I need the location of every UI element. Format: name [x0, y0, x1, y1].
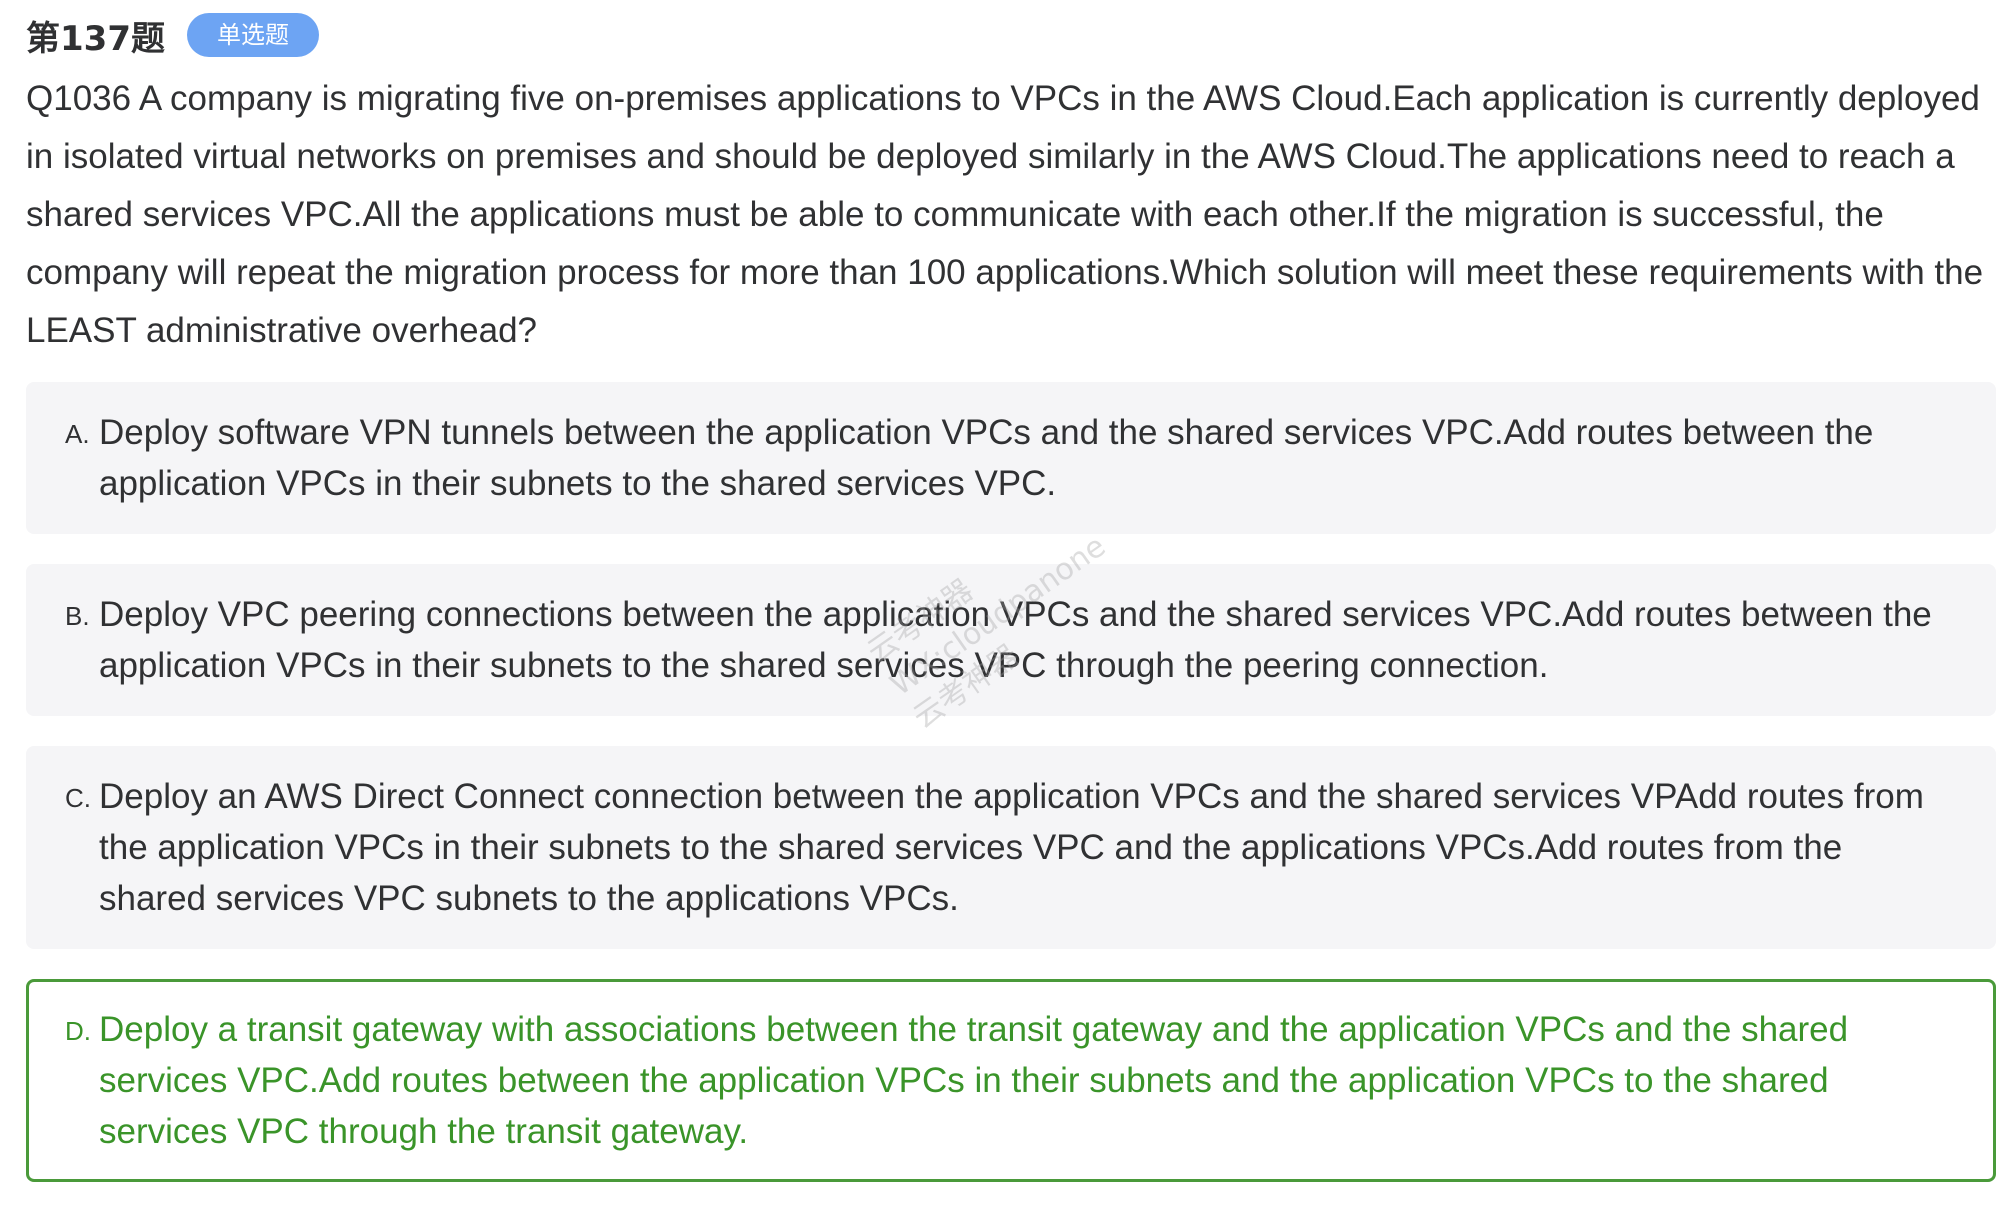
option-text: Deploy VPC peering connections between t… [99, 595, 1932, 685]
option-letter: D. [65, 1016, 91, 1046]
question-number: 第137题 [26, 18, 165, 59]
question-text: Q1036 A company is migrating five on-pre… [26, 79, 1984, 350]
option-text: Deploy a transit gateway with associatio… [99, 1010, 1849, 1151]
question-header: 第137题 单选题 [26, 0, 1996, 70]
option-text: Deploy an AWS Direct Connect connection … [99, 777, 1924, 918]
question-card: 第137题 单选题 Q1036 A company is migrating f… [26, 0, 1996, 1212]
option-letter: C. [65, 783, 91, 813]
option-letter: B. [65, 601, 90, 631]
option-b[interactable]: B. Deploy VPC peering connections betwee… [26, 564, 1996, 716]
option-text: Deploy software VPN tunnels between the … [99, 413, 1874, 503]
question-type-badge: 单选题 [186, 13, 319, 57]
option-d-correct[interactable]: D. Deploy a transit gateway with associa… [26, 979, 1996, 1182]
option-a[interactable]: A. Deploy software VPN tunnels between t… [26, 382, 1996, 534]
answer-options: A. Deploy software VPN tunnels between t… [26, 382, 1996, 1182]
option-letter: A. [65, 419, 90, 449]
option-c[interactable]: C. Deploy an AWS Direct Connect connecti… [26, 746, 1996, 949]
